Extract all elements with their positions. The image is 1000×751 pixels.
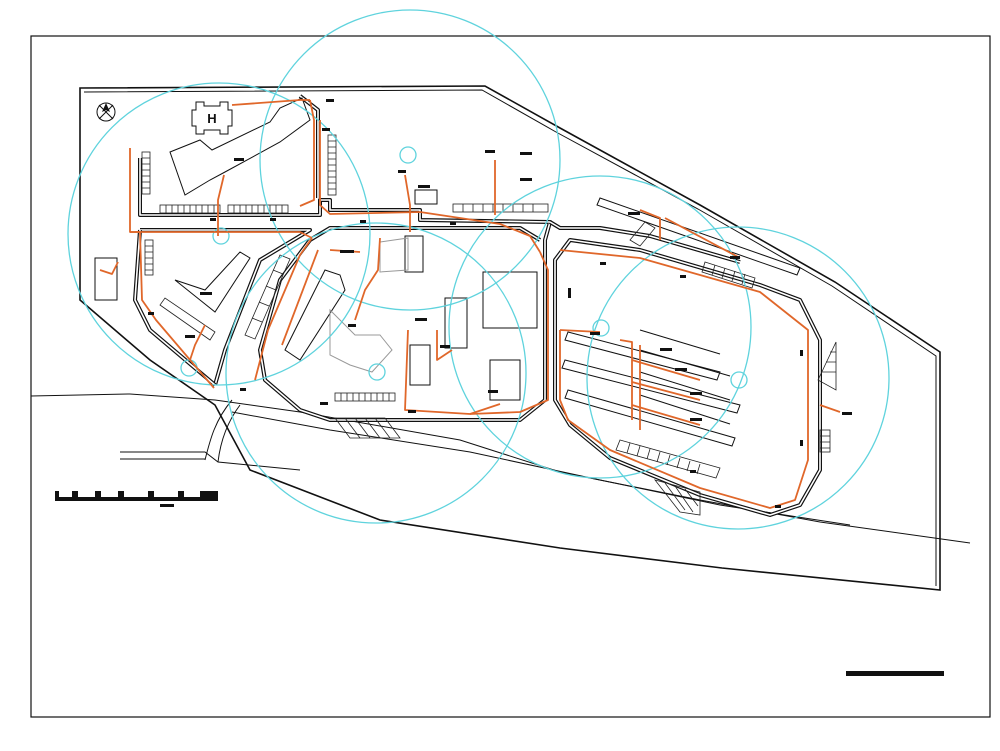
- heliport-letter: H: [207, 111, 216, 126]
- network-lines: [99, 99, 841, 509]
- building-service: [409, 344, 431, 386]
- title-bar: [846, 671, 944, 676]
- loading-bays: [561, 197, 801, 447]
- building-north: [169, 97, 311, 196]
- sheet-frame: [30, 35, 991, 718]
- building-small-west: [94, 257, 118, 301]
- building-central: [284, 269, 346, 361]
- building-gate: [404, 235, 424, 273]
- building-tanks: [489, 359, 521, 401]
- parking-areas: [141, 134, 837, 516]
- building-west: [174, 251, 251, 313]
- internal-roads: [133, 94, 822, 517]
- annotation-tags: [148, 99, 852, 508]
- coverage-circles: [67, 9, 890, 530]
- external-roads: [30, 393, 971, 544]
- site-boundary: [79, 85, 941, 591]
- heliport-icon: H: [191, 101, 233, 135]
- buildings: [94, 97, 538, 401]
- scale-bar-icon: [55, 491, 218, 507]
- building-hall: [482, 271, 538, 329]
- building-annex: [444, 297, 468, 349]
- north-arrow-icon: [96, 102, 116, 122]
